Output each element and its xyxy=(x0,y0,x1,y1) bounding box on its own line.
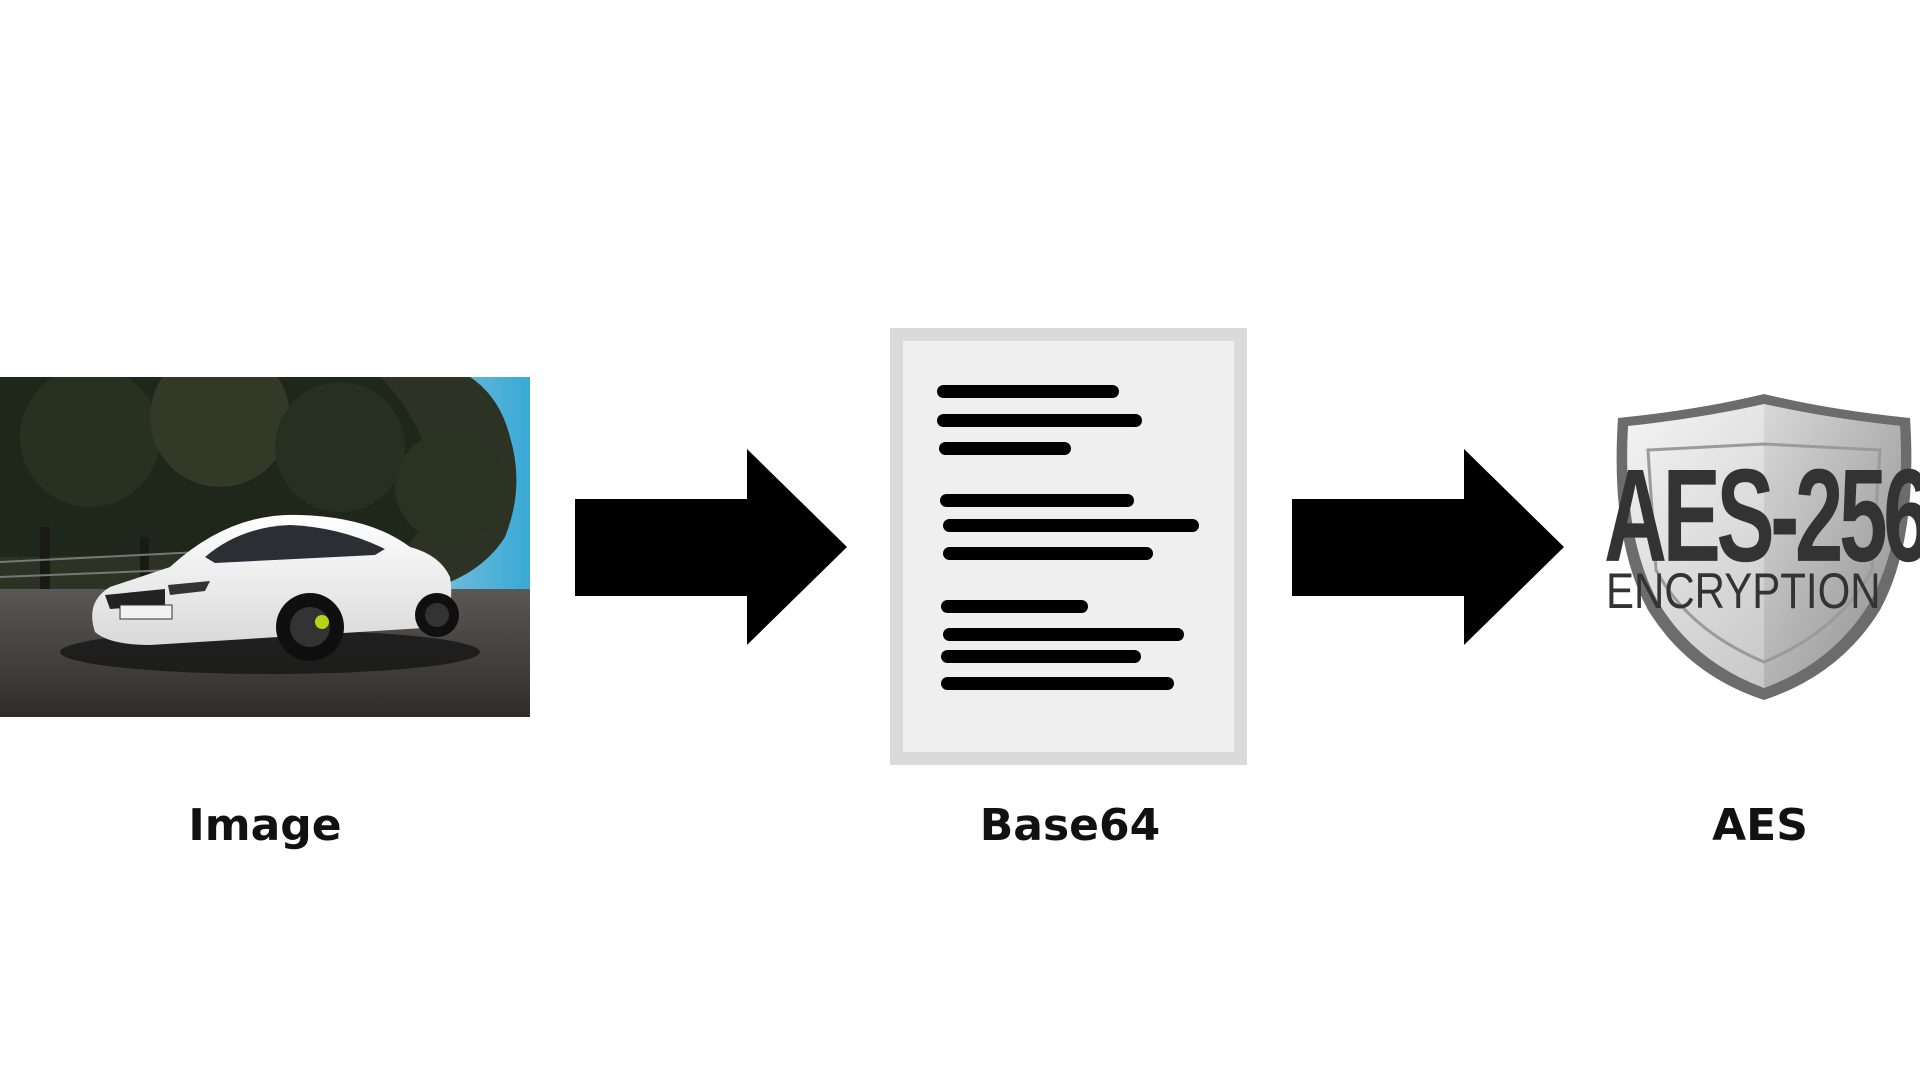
shield-icon xyxy=(1616,394,1912,700)
text-line xyxy=(941,650,1141,663)
right-arrow-icon xyxy=(575,449,847,645)
caption-aes: AES xyxy=(1712,800,1808,851)
text-line xyxy=(941,677,1174,690)
badge-title: AES-256 xyxy=(1604,442,1920,590)
caption-image: Image xyxy=(188,800,342,851)
right-arrow-icon xyxy=(1292,449,1564,645)
car-photo xyxy=(0,377,530,717)
text-line xyxy=(937,414,1142,427)
text-line xyxy=(943,547,1153,560)
text-line xyxy=(940,494,1134,507)
text-line xyxy=(937,385,1119,398)
text-line xyxy=(943,628,1184,641)
aes-256-badge: AES-256 ENCRYPTION xyxy=(1600,390,1920,710)
text-line xyxy=(939,442,1071,455)
badge-subtitle: ENCRYPTION xyxy=(1606,563,1881,619)
document-icon xyxy=(890,328,1247,765)
text-line xyxy=(943,519,1199,532)
document-page xyxy=(903,341,1234,752)
text-line xyxy=(941,600,1088,613)
caption-base64: Base64 xyxy=(979,800,1161,851)
